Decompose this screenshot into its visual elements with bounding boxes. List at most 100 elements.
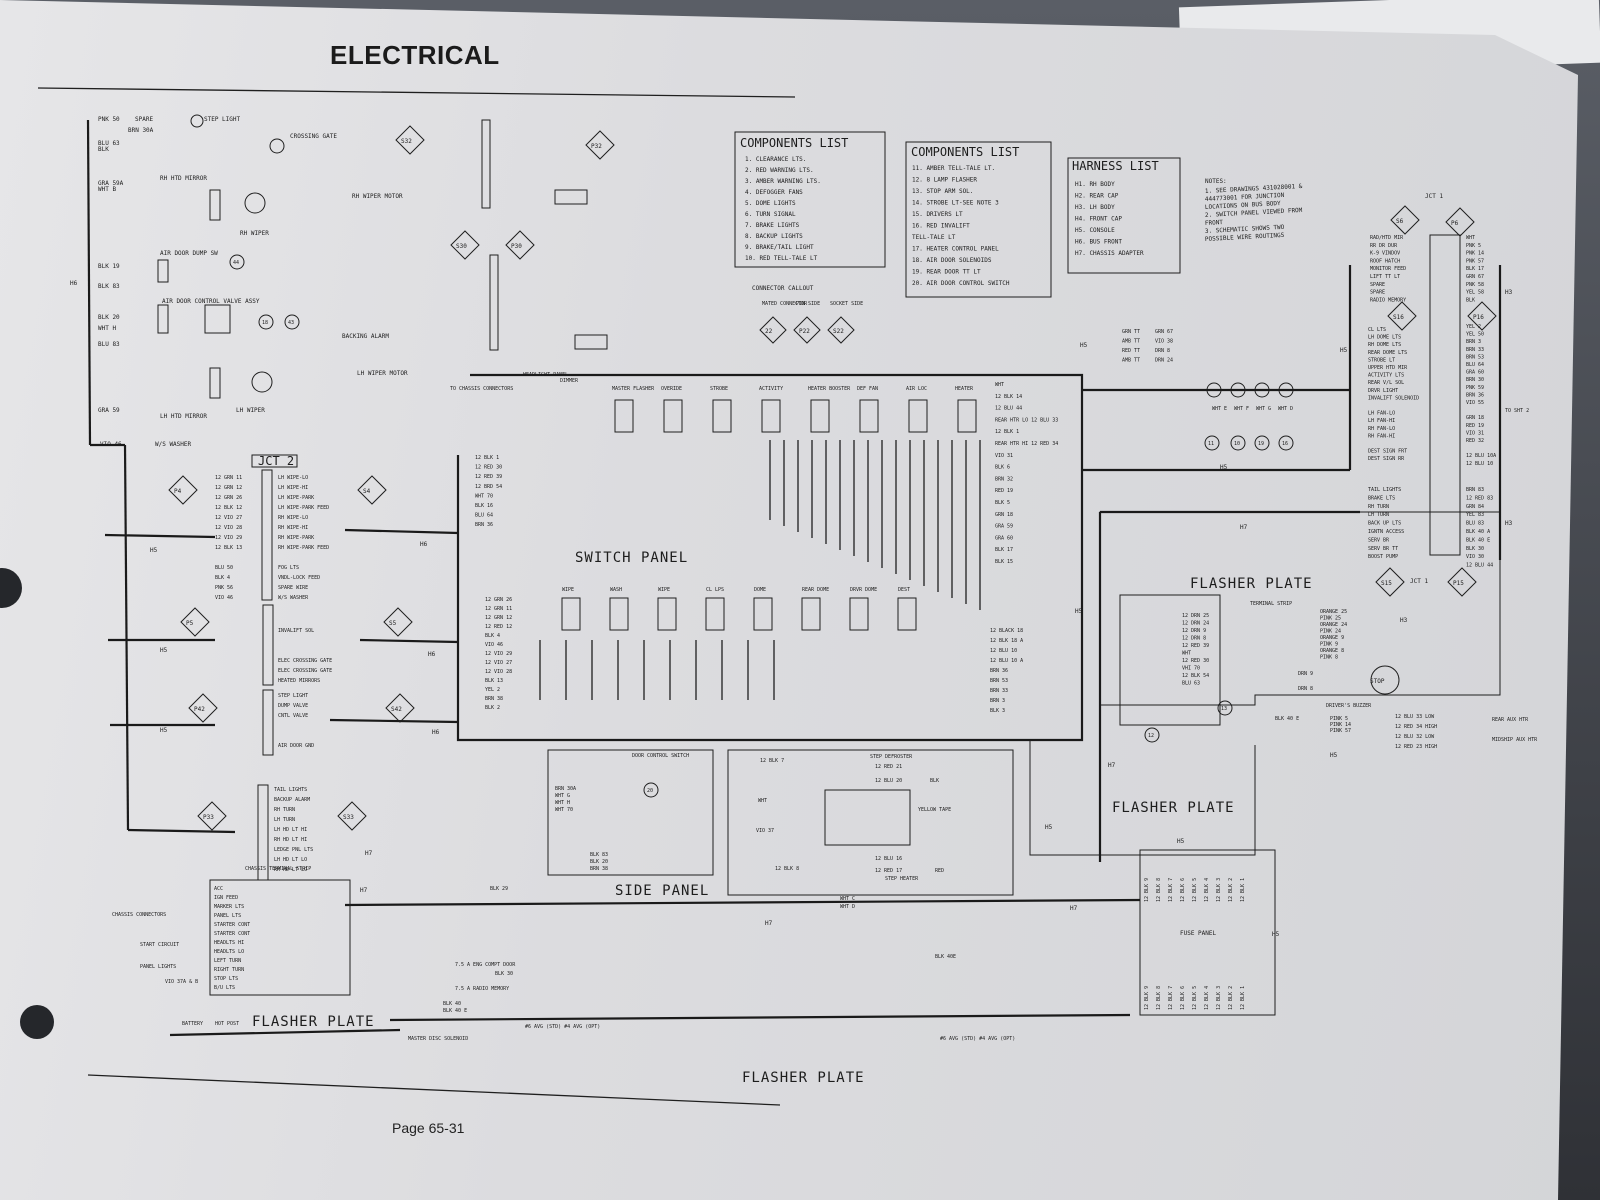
jct1-mid-9: INVALIFT SOLENOID: [1368, 395, 1419, 401]
components-list-b-item-10: 20. AIR DOOR CONTROL SWITCH: [912, 280, 1010, 287]
p33-pin-2: RH TURN: [274, 807, 295, 813]
step-heater-label: STEP HEATER: [885, 876, 919, 882]
flasher-wire-1: 12 DRN 24: [1182, 621, 1209, 627]
switch-top-3: [761, 399, 781, 433]
jct1-bot-6: SERV BR: [1368, 537, 1390, 543]
switch-label-2: STROBE: [710, 386, 728, 392]
punch-hole-top: [0, 568, 22, 608]
air-door-valve: [204, 304, 231, 334]
connector-S6: [1390, 205, 1420, 235]
harness-tag-22: H7: [1070, 905, 1078, 912]
jct1-bot-wire-7: BLK 30: [1466, 546, 1484, 552]
component-circle-label-44: 44: [233, 260, 239, 266]
p33-pin-1: BACKUP ALARM: [274, 797, 310, 803]
components-list-b-item-7: 17. HEATER CONTROL PANEL: [912, 246, 999, 253]
terminal-strip-wire-2: ORANGE 24: [1320, 622, 1347, 628]
bottom-wire-7: #6 AVG (STD) #4 AVG (OPT): [940, 1036, 1015, 1042]
step-wire-10: WHT C: [840, 896, 855, 902]
side-panel-box: [547, 749, 714, 876]
switch-right-wire-6: VIO 31: [995, 453, 1013, 459]
switch-right-wire-4: 12 BLK 1: [995, 429, 1019, 435]
component-circle-16: [1278, 435, 1294, 451]
switch-left-wire-5: BLK 16: [475, 503, 493, 509]
chassis-strip-1: IGN FEED: [214, 895, 238, 901]
harness-tag-9: H3: [1505, 289, 1513, 296]
left-label-25: W/S WASHER: [155, 441, 192, 448]
jct1-mid-wire-6: GRA 60: [1466, 370, 1484, 376]
headlight-panel-label: HEADLIGHT PANEL: [523, 372, 568, 378]
aux-heater-wire-1: 12 RED 34 HIGH: [1395, 724, 1437, 730]
h5-p5: [359, 638, 459, 644]
harness-list-title: HARNESS LIST: [1072, 159, 1159, 173]
notes-line-5: 3. SCHEMATIC SHOWS TWO: [1205, 224, 1285, 235]
jct2-wire-5: 12 VIO 28: [215, 525, 242, 531]
jct1-mid-wire-5: BLU 64: [1466, 362, 1484, 368]
component-circle-12: [1144, 727, 1160, 743]
components-list-b-title: COMPONENTS LIST: [911, 145, 1019, 159]
jct1-bot-1: BRAKE LTS: [1368, 495, 1395, 501]
step-wire-7: 12 BLU 16: [875, 856, 902, 862]
switch-lower-left-8: 12 VIO 28: [485, 669, 512, 675]
harness-tag-17: H7: [1108, 762, 1116, 769]
p42-pin-1: DUMP VALVE: [278, 703, 308, 709]
flasher-plate-label-footer: FLASHER PLATE: [742, 1070, 865, 1086]
right-wire-a-2: RED TT: [1122, 348, 1140, 354]
fuse-label-top-3: 12 BLK 6: [1180, 878, 1186, 902]
jct2-wire-12: VIO 46: [215, 595, 233, 601]
switch-lower-left-11: BRN 38: [485, 696, 503, 702]
jct1-top-3: ROOF HATCH: [1370, 258, 1400, 264]
jct1-label: JCT 1: [1425, 193, 1443, 200]
connector-S15: [1375, 567, 1405, 597]
switch-top-5: [859, 399, 879, 433]
harness-tag-15: H5: [1220, 464, 1228, 471]
fuse-label-bot-5: 12 BLK 4: [1204, 986, 1210, 1010]
switch-bottom-1: [609, 597, 629, 631]
connector-P32: [585, 130, 615, 160]
start-circuit-label: START CIRCUIT: [140, 942, 179, 948]
jct1-mid-wire-9: BRN 36: [1466, 392, 1484, 398]
switch-left-wire-3: 12 BRD 54: [475, 484, 502, 490]
left-label-13: BLK 19: [98, 263, 120, 270]
switch-left-wire-0: 12 BLK 1: [475, 455, 499, 461]
harness-tag-3: H5: [160, 647, 168, 654]
components-list-a-item-7: 8. BACKUP LIGHTS: [745, 233, 803, 240]
bottom-wire-0: 7.5 A ENG COMPT DOOR: [455, 962, 516, 968]
switch-bottom-3: [705, 597, 725, 631]
switch-left-wire-7: BRN 36: [475, 522, 493, 528]
jct1-mid-wire-18: 12 BLU 10: [1466, 461, 1493, 467]
connector-label-S5: S5: [389, 620, 397, 627]
jct2-pin-1: LH WIPE-HI: [278, 485, 308, 491]
harness-list-item-2: H3. LH BODY: [1075, 204, 1115, 211]
connector-P4: [168, 475, 198, 505]
fuse-label-bot-7: 12 BLK 2: [1228, 986, 1234, 1010]
aux-heater-wire-3: 12 RED 23 HIGH: [1395, 744, 1437, 750]
fuse-label-bot-6: 12 BLK 3: [1216, 986, 1222, 1010]
connector-label-P30: P30: [511, 243, 522, 250]
jct1-mid-0: CL LTS: [1368, 327, 1386, 333]
harness-tag-0: H6: [70, 280, 78, 287]
left-label-5: BLK: [98, 146, 109, 153]
connector-label-S33: S33: [343, 814, 354, 821]
switch-right-wire-2: 12 BLU 44: [995, 406, 1022, 412]
chassis-strip-3: PANEL LTS: [214, 913, 241, 919]
defroster-control: [824, 789, 911, 846]
jct1-top-wire-5: GRN 67: [1466, 274, 1484, 280]
flasher-wire-4: 12 RED 39: [1182, 643, 1209, 649]
connector-label-P32: P32: [591, 143, 602, 150]
component-circle-label-16: 16: [1282, 441, 1288, 447]
rh-wiper-block: [209, 189, 221, 221]
jct1-block: [1429, 234, 1461, 556]
harness-tag-11: H3: [1400, 617, 1408, 624]
jct1-mid-8: DRVR LIGHT: [1368, 388, 1398, 394]
terminal-strip-wire-4: ORANGE 9: [1320, 635, 1344, 641]
jct1-bot-0: TAIL LIGHTS: [1368, 487, 1401, 493]
switch-row2-label-6: DRVR DOME: [850, 587, 877, 593]
step-light-symbol: [190, 114, 204, 128]
jct1-top-1: RR DR DUR: [1370, 243, 1398, 249]
bottom-wire-1: BLK 30: [495, 971, 513, 977]
component-circle-label-12: 12: [1148, 733, 1154, 739]
components-list-b-item-9: 19. REAR DOOR TT LT: [912, 269, 981, 276]
component-circle-label-20: 20: [647, 788, 653, 794]
air-door-dump-block: [157, 259, 169, 283]
